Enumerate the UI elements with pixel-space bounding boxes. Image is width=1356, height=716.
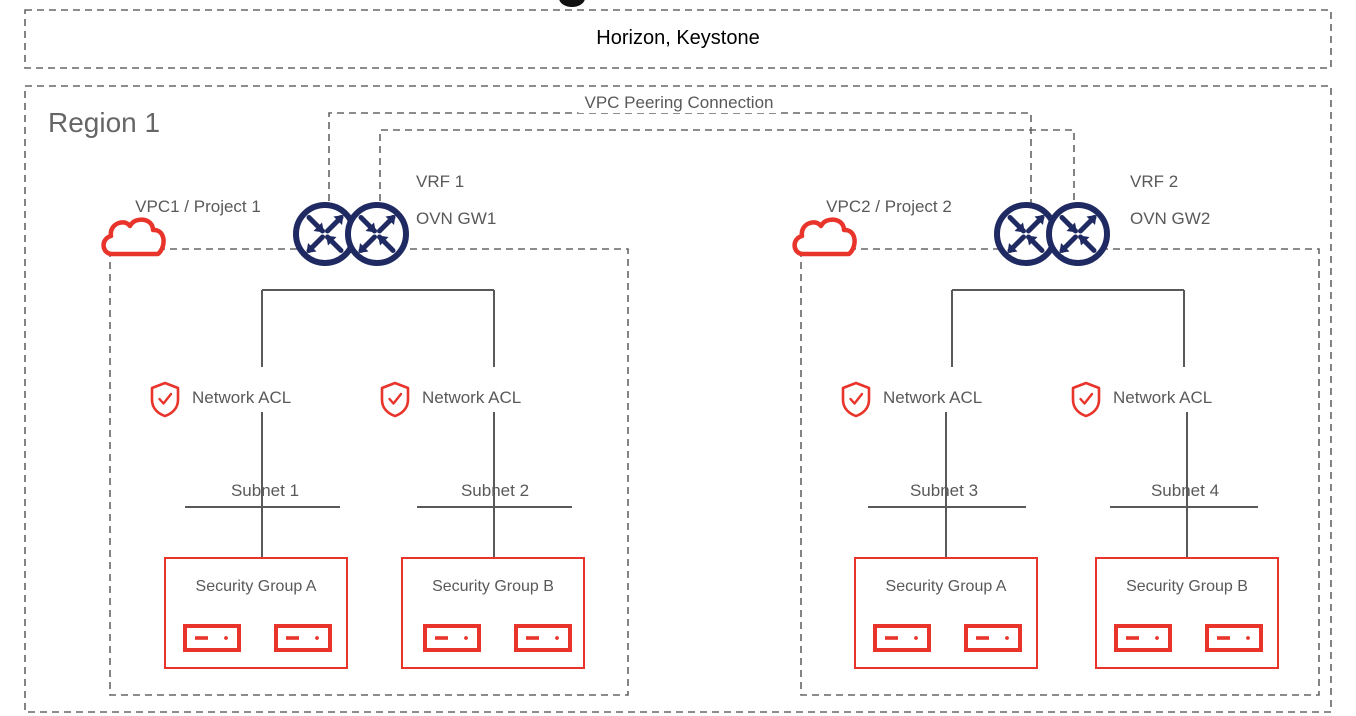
vpc1-acl-1-label: Network ACL [192, 388, 292, 407]
shield-check-icon [841, 381, 871, 418]
router-icon[interactable] [348, 205, 406, 263]
horizon-keystone-label: Horizon, Keystone [596, 27, 760, 49]
vpc1-acl-2-label: Network ACL [422, 388, 522, 407]
vpc1-sg-b-label: Security Group B [432, 578, 554, 595]
subnet-1-label: Subnet 1 [230, 481, 300, 500]
ovn-gw1-label: OVN GW1 [416, 209, 497, 228]
instance-icon [1205, 624, 1263, 652]
vpc-peering-path-outer [328, 112, 1032, 213]
region-label: Region 1 [48, 107, 161, 138]
horizon-keystone-band [24, 9, 1332, 69]
vpc2-sg-b-label: Security Group B [1126, 578, 1248, 595]
instance-icon [873, 624, 931, 652]
subnet-3-label: Subnet 3 [909, 481, 979, 500]
shield-check-icon [380, 381, 410, 418]
subnet-2-label: Subnet 2 [460, 481, 530, 500]
instance-icon [1114, 624, 1172, 652]
vpc2-distribution-bracket [951, 289, 1185, 367]
vpc1-label: VPC1 / Project 1 [135, 197, 261, 216]
instance-icon [423, 624, 481, 652]
vpc1-sg-a-label: Security Group A [195, 578, 317, 595]
clipped-glyph [559, 0, 585, 7]
ovn-gw2-label: OVN GW2 [1130, 209, 1211, 228]
vpc1-distribution-bracket [261, 289, 495, 367]
vpc2-branch-lines [945, 412, 1188, 558]
vpc-peering-path-inner [379, 129, 1075, 213]
vrf1-label: VRF 1 [416, 172, 465, 191]
shield-check-icon [1071, 381, 1101, 418]
vpc2-sg-a-label: Security Group A [885, 578, 1007, 595]
instance-icon [183, 624, 241, 652]
instance-icon [514, 624, 572, 652]
vpc2-acl-2-label: Network ACL [1113, 388, 1213, 407]
vpc1-branch-lines [261, 412, 495, 558]
vpc2-label: VPC2 / Project 2 [826, 197, 952, 216]
instance-icon [274, 624, 332, 652]
subnet-4-label: Subnet 4 [1150, 481, 1220, 500]
shield-check-icon [150, 381, 180, 418]
vpc-peering-label: VPC Peering Connection [578, 93, 780, 113]
vrf2-label: VRF 2 [1130, 172, 1179, 191]
instance-icon [964, 624, 1022, 652]
vpc2-acl-1-label: Network ACL [883, 388, 983, 407]
router-icon[interactable] [1049, 205, 1107, 263]
